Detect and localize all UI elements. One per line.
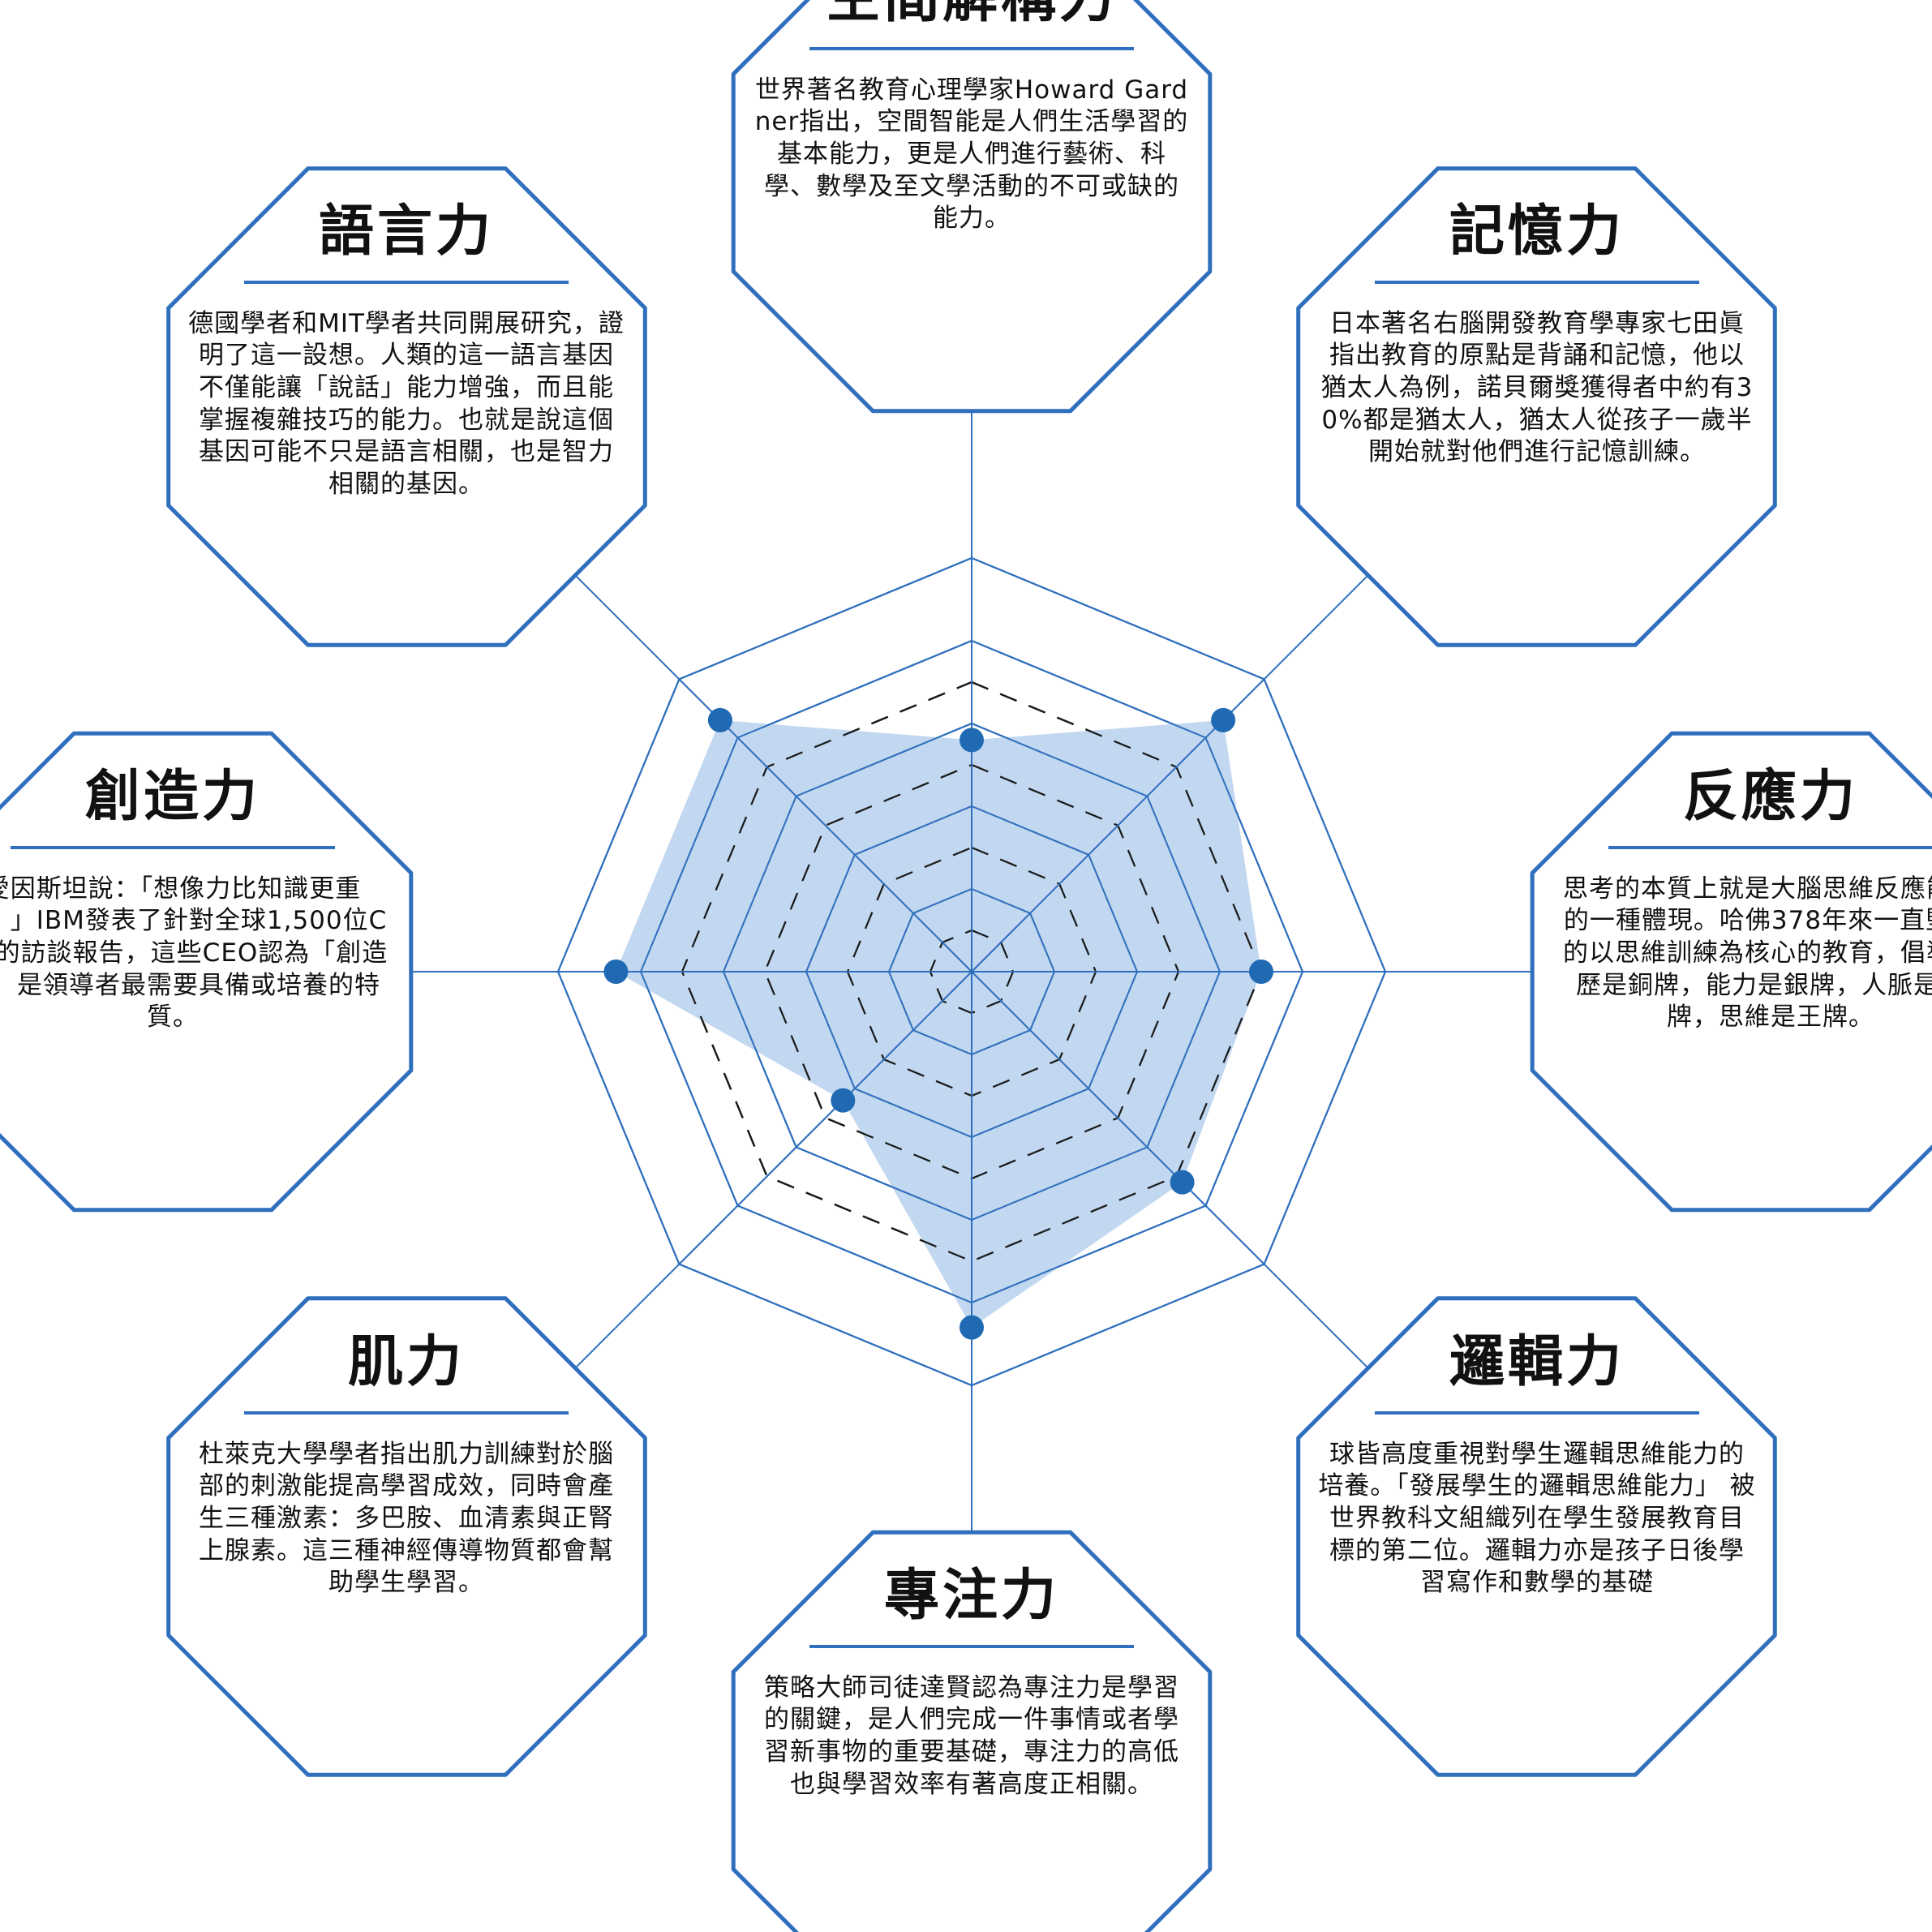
node-octagon-creativity [0, 731, 414, 1213]
node-title-creativity: 創造力 [84, 765, 260, 829]
radar-points [603, 707, 1273, 1340]
node-focus: 專注力 策略大師司徒達賢認為專注力是學習的關鍵，是人們完成一件事情或者學習新事物… [753, 1564, 1191, 1801]
node-octagon-muscle [166, 1296, 647, 1777]
node-memory: 記憶力 日本著名右腦開發教育學專家七田眞指出教育的原點是背誦和記憶，他以猶太人為… [1318, 200, 1756, 469]
node-text-muscle: 杜萊克大學學者指出肌力訓練對於腦部的刺激能提高學習成效，同時會產生三種激素：多巴… [199, 1439, 614, 1598]
data-point-focus [960, 1315, 984, 1340]
node-text-logic: 球皆高度重視對學生邏輯思維能力的培養。「發展學生的邏輯思維能力」 被世界教科文組… [1318, 1439, 1756, 1598]
node-octagon-logic [1296, 1296, 1777, 1777]
data-point-muscle [831, 1088, 856, 1113]
node-spatial: 空間解構力 世界著名教育心理學家Howard Gardner指出，空間智能是人們… [753, 0, 1191, 235]
data-point-language [707, 707, 732, 732]
data-point-logic [1170, 1170, 1195, 1195]
data-point-spatial [960, 728, 984, 753]
node-reaction: 反應力 思考的本質上就是大腦思維反應能力的一種體現。哈佛378年來一直堅持的以思… [1552, 765, 1932, 1034]
node-octagon-focus [731, 1530, 1213, 1932]
node-text-memory: 日本著名右腦開發教育學專家七田眞指出教育的原點是背誦和記憶，他以猶太人為例，諾貝… [1320, 308, 1754, 467]
node-title-muscle: 肌力 [347, 1330, 465, 1394]
spoke-overlay [971, 971, 1265, 1265]
title-underline [244, 280, 569, 284]
node-title-language: 語言力 [318, 200, 494, 264]
node-octagon-spatial [731, 0, 1213, 414]
title-underline [1375, 280, 1699, 284]
node-muscle: 肌力 杜萊克大學學者指出肌力訓練對於腦部的刺激能提高學習成效，同時會產生三種激素… [187, 1330, 625, 1599]
node-logic: 邏輯力 球皆高度重視對學生邏輯思維能力的培養。「發展學生的邏輯思維能力」 被世界… [1318, 1330, 1756, 1599]
node-title-reaction: 反應力 [1682, 765, 1858, 829]
node-title-focus: 專注力 [883, 1564, 1059, 1628]
title-underline [809, 1644, 1134, 1648]
node-text-focus: 策略大師司徒達賢認為專注力是學習的關鍵，是人們完成一件事情或者學習新事物的重要基… [764, 1672, 1179, 1799]
node-language: 語言力 德國學者和MIT學者共同開展研究，證明了這一設想。人類的這一語言基因不僅… [187, 200, 625, 501]
node-octagon-memory [1296, 166, 1777, 647]
node-title-memory: 記憶力 [1449, 200, 1625, 264]
node-octagon-language [166, 166, 647, 647]
data-point-reaction [1249, 960, 1273, 984]
radar-area [556, 556, 1387, 1387]
node-creativity: 創造力 愛因斯坦說：「想像力比知識更重要！」IBM發表了針對全球1,500位CE… [0, 765, 392, 1034]
data-area [616, 719, 1261, 1328]
title-underline [244, 1410, 569, 1415]
node-text-spatial: 世界著名教育心理學家Howard Gardner指出，空間智能是人們生活學習的基… [754, 75, 1189, 234]
node-text-language: 德國學者和MIT學者共同開展研究，證明了這一設想。人類的這一語言基因不僅能讓「說… [188, 308, 625, 500]
data-point-creativity [603, 960, 629, 984]
title-underline [1608, 845, 1932, 849]
title-underline [11, 845, 335, 849]
node-title-logic: 邏輯力 [1449, 1330, 1625, 1394]
node-octagon-reaction [1530, 731, 1932, 1213]
title-underline [1375, 1410, 1699, 1415]
node-title-spatial: 空間解構力 [753, 0, 1191, 29]
title-underline [809, 46, 1134, 50]
data-point-memory [1211, 707, 1236, 732]
spoke-overlay [678, 971, 972, 1265]
node-text-reaction: 思考的本質上就是大腦思維反應能力的一種體現。哈佛378年來一直堅持的以思維訓練為… [1563, 874, 1932, 1033]
node-text-creativity: 愛因斯坦說：「想像力比知識更重要！」IBM發表了針對全球1,500位CEO的訪談… [0, 874, 389, 1033]
